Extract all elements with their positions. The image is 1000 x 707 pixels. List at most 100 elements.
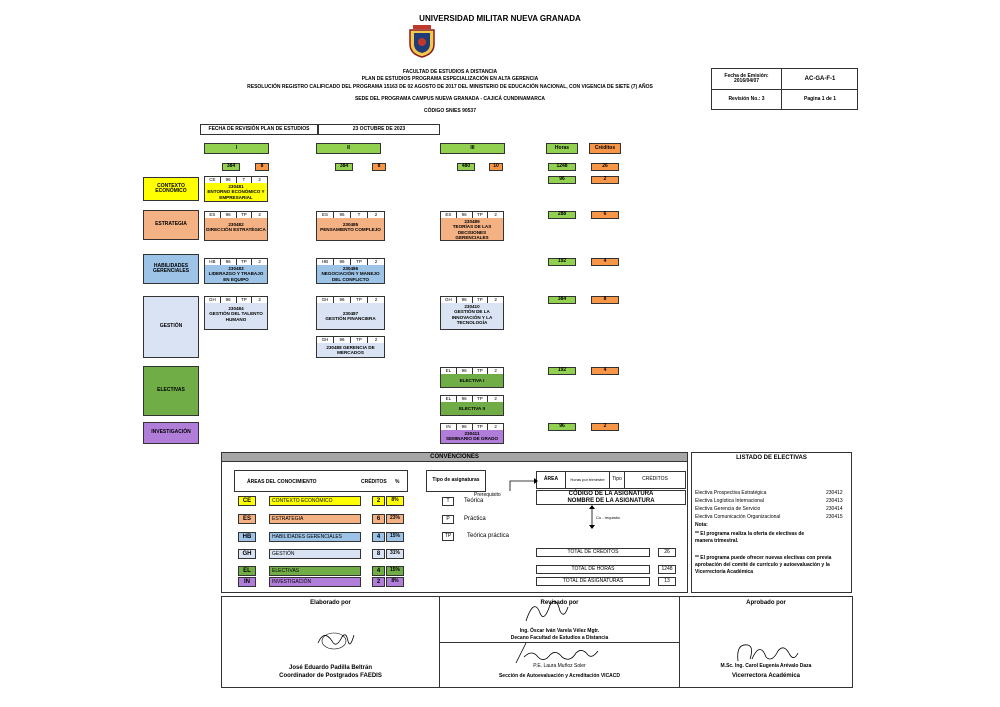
type-abbr-tp: TP — [442, 532, 454, 541]
area-ce-hours: 96 — [548, 176, 576, 184]
type-name-t: Teórica — [464, 498, 484, 504]
course-area: ES — [317, 212, 334, 218]
course-credits: 2 — [252, 259, 267, 265]
course-area: GH — [317, 337, 334, 343]
course-hours: 96 — [220, 297, 237, 303]
course-credits: 2 — [488, 212, 503, 218]
course-credits: 2 — [252, 212, 267, 218]
course-area: GH — [317, 297, 334, 303]
semester-2-credits: 8 — [372, 163, 386, 171]
course-hours: 96 — [220, 259, 237, 265]
course-credits: 2 — [368, 337, 384, 343]
conv-abbr-hb: HB — [238, 532, 256, 542]
page-number: Pagina 1 de 1 — [804, 96, 836, 103]
legend-body: CÓDIGO DE LA ASIGNATURA NOMBRE DE LA ASI… — [536, 490, 686, 505]
conv-pct-es: 23% — [386, 514, 404, 524]
electives-note-2: ** El programa puede ofrecer nuevas elec… — [695, 555, 832, 575]
conv-credits-ce: 2 — [372, 496, 385, 506]
type-header: Tipo de asignaturas — [426, 470, 486, 492]
conv-abbr-el: EL — [238, 566, 256, 576]
course-type: TP — [351, 337, 368, 343]
conv-credits-in: 2 — [372, 577, 385, 587]
course-type: TP — [472, 396, 489, 402]
areas-header: ÁREAS DEL CONOCIMIENTO — [247, 479, 317, 485]
elective-name: Electiva Logística Internacional — [695, 498, 764, 504]
area-label-ce: CONTEXTO ECONÓMICO — [143, 177, 199, 201]
university-crest-icon — [409, 25, 435, 58]
course-hours: 96 — [220, 177, 237, 183]
plan-title: PLAN DE ESTUDIOS PROGRAMA ESPECIALIZACIÓ… — [361, 76, 539, 82]
area-label-hb: HABILIDADES GERENCIALES — [143, 254, 199, 284]
course-name: DIRECCIÓN ESTRATÉGICA — [206, 227, 266, 233]
signature-reviewed-1-icon — [525, 600, 569, 622]
type-abbr-t: T — [442, 497, 454, 506]
electives-title: LISTADO DE ELECTIVAS — [736, 454, 807, 461]
conv-pct-ce: 8% — [386, 496, 404, 506]
reviewed-2-role: Sección de Autoevaluación y Acreditación… — [498, 673, 621, 679]
legend-credits: CRÉDITOS — [642, 476, 668, 483]
semester-header-3: III — [440, 143, 505, 154]
conv-name-ce: CONTEXTO ECONÓMICO — [269, 496, 361, 506]
conv-name-gh: GESTIÓN — [269, 549, 361, 559]
area-label-es: ESTRATEGIA — [143, 210, 199, 240]
conventions-title: CONVENCIONES — [222, 453, 687, 462]
course-area: HB — [317, 259, 334, 265]
conv-credits-hb: 4 — [372, 532, 385, 542]
elective-code: 230412 — [826, 490, 843, 496]
course-hours: 96 — [456, 368, 473, 374]
total-credits-value: 26 — [591, 163, 619, 171]
signature-elaborated-icon — [317, 632, 355, 650]
course-hours: 96 — [334, 337, 351, 343]
area-in-credits: 2 — [591, 423, 619, 431]
conv-credits-el: 4 — [372, 566, 385, 576]
conventions-panel: CONVENCIONES ÁREAS DEL CONOCIMIENTO CRÉD… — [221, 452, 688, 593]
area-in-hours: 96 — [548, 423, 576, 431]
course-area: GH — [205, 297, 221, 303]
legend-name: NOMBRE DE LA ASIGNATURA — [567, 498, 655, 504]
review-date-value: 23 OCTUBRE DE 2023 — [318, 124, 440, 135]
total-hours-number: 1248 — [658, 565, 676, 574]
university-name: UNIVERSIDAD MILITAR NUEVA GRANADA — [419, 14, 581, 23]
semester-header-2: II — [316, 143, 381, 154]
course-code: 230411 — [464, 431, 480, 436]
area-es-credits: 6 — [591, 211, 619, 219]
course-hours: 96 — [456, 424, 473, 430]
course-hours: 96 — [456, 297, 473, 303]
course-type: TP — [236, 212, 253, 218]
course-area: GH — [441, 297, 457, 303]
course-credits: 2 — [252, 297, 267, 303]
document-code: AC-GA-F-1 — [782, 69, 858, 90]
corequisite-arrow-icon — [589, 505, 595, 529]
course-type: T — [351, 212, 368, 218]
course-hours: 96 — [456, 396, 473, 402]
semester-3-credits: 10 — [489, 163, 503, 171]
campus-text: SEDE DEL PROGRAMA CAMPUS NUEVA GRANADA -… — [354, 96, 546, 102]
elaborated-name: José Eduardo Padilla Beltrán — [288, 665, 373, 671]
total-hours-label: TOTAL DE HORAS — [536, 565, 650, 574]
legend-code: CÓDIGO DE LA ASIGNATURA — [568, 491, 654, 497]
course-area: EL — [441, 396, 457, 402]
course-type: TP — [472, 424, 489, 430]
elective-name: Electiva Prospectiva Estratégica — [695, 490, 767, 496]
signature-reviewed-2-icon — [515, 642, 599, 664]
reviewed-1-name: Ing. Óscar Iván Varela Vélez Mgtr. — [519, 628, 600, 634]
conv-pct-hb: 15% — [386, 532, 404, 542]
legend-type: Tipo — [610, 472, 625, 488]
review-date-label: FECHA DE REVISIÓN PLAN DE ESTUDIOS — [200, 124, 318, 135]
snies-code: CÓDIGO SNIES 90537 — [424, 108, 476, 114]
course-code: 230486 — [342, 266, 359, 271]
course-area: EL — [441, 368, 457, 374]
prerequisite-arrow-icon — [509, 478, 538, 491]
course-credits: 2 — [368, 212, 384, 218]
total-hours-value: 1248 — [548, 163, 576, 171]
area-el-hours: 192 — [548, 367, 576, 375]
conv-abbr-gh: GH — [238, 549, 256, 559]
area-label-gh: GESTIÓN — [143, 296, 199, 358]
course-code: 230482 — [228, 222, 244, 227]
course-credits: 2 — [488, 424, 503, 430]
conv-pct-el: 15% — [386, 566, 404, 576]
